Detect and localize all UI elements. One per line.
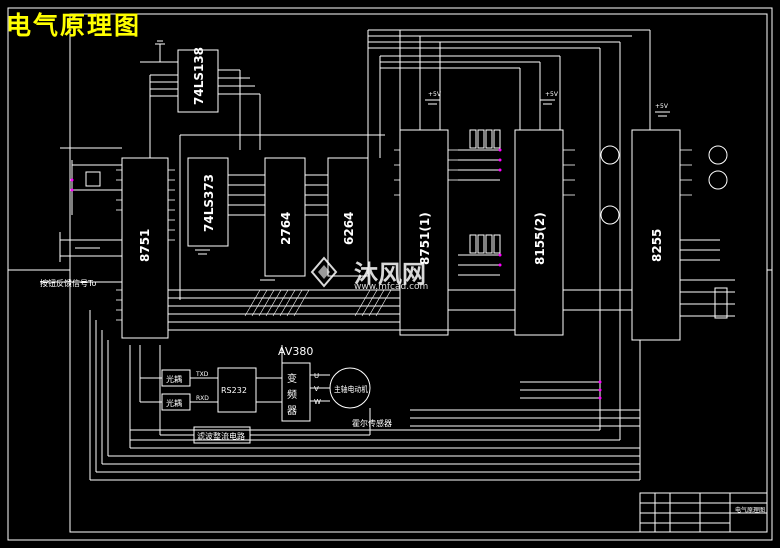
label-inverter: AV380 <box>278 345 313 358</box>
page-title: 电气原理图 <box>6 11 142 40</box>
motor-indicator-1 <box>600 145 620 165</box>
chip-8751-main <box>121 157 169 339</box>
motor-indicator-2 <box>600 205 620 225</box>
rs232-block <box>217 367 257 413</box>
label-8255: 8255 <box>650 229 664 262</box>
resistor-array-top <box>458 129 501 181</box>
label-6264: 6264 <box>342 212 356 245</box>
label-brake-signal: 按钮反馈信号To <box>40 278 97 288</box>
chip-6264 <box>327 157 369 277</box>
label-vcc-2: +5V <box>545 91 559 98</box>
label-vcc-3: +5V <box>655 103 669 110</box>
decoder-wiring <box>140 40 261 158</box>
chip-8751-slave <box>399 129 449 336</box>
label-motor: 主轴电动机 <box>334 384 368 394</box>
label-uvw-v: V <box>314 385 319 393</box>
drawing-frame-inner <box>69 13 768 533</box>
chip-8155 <box>514 129 564 336</box>
inverter-block <box>281 362 311 422</box>
label-rx: RXD <box>196 395 209 402</box>
label-encoder: 霍尔传感器 <box>352 418 392 428</box>
label-8155: 8155(2) <box>533 212 547 265</box>
label-filter: 滤波整流电路 <box>197 431 245 441</box>
label-uvw-w: W <box>314 398 321 406</box>
resistor-array-mid <box>458 234 501 276</box>
ppi-outputs <box>680 239 735 319</box>
watermark-url: www.mfcad.com <box>354 282 429 292</box>
label-inverter-char-3: 器 <box>287 405 297 417</box>
label-8751-slave: 8751(1) <box>418 212 432 265</box>
label-74ls138: 74LS138 <box>192 47 206 105</box>
watermark-logo <box>310 256 338 288</box>
pin-ticks <box>116 149 692 321</box>
fan-indicator-1 <box>708 145 728 165</box>
label-tx: TXD <box>195 371 209 378</box>
title-block <box>639 492 768 533</box>
label-74ls373: 74LS373 <box>202 174 216 232</box>
memory-bus <box>168 134 632 331</box>
label-opto-1: 光耦 <box>166 374 182 384</box>
chip-74ls373 <box>187 157 229 247</box>
watermark: 沐风网 www.mfcad.com <box>310 252 470 292</box>
oscillator-reset <box>40 147 122 283</box>
watermark-brand: 沐风网 <box>354 260 426 288</box>
drawing-frame-outer <box>7 7 773 541</box>
label-rs232: RS232 <box>221 386 247 395</box>
chip-8255 <box>631 129 681 341</box>
lower-bus <box>89 310 641 481</box>
chip-74ls138 <box>177 49 219 113</box>
accent-pins <box>70 148 602 400</box>
hatched-regions <box>244 289 392 317</box>
label-2764: 2764 <box>279 212 293 245</box>
label-inverter-char-1: 变 <box>287 372 297 385</box>
label-title-block: 电气原理图 <box>735 506 765 514</box>
label-vcc-1: +5V <box>428 91 442 98</box>
label-opto-2: 光耦 <box>166 398 182 408</box>
ground-symbols <box>195 99 670 281</box>
address-bus <box>367 29 651 340</box>
chip-2764 <box>264 157 306 277</box>
label-uvw-u: U <box>314 372 319 380</box>
label-inverter-char-2: 频 <box>287 388 297 401</box>
fan-indicator-2 <box>708 170 728 190</box>
label-8751-main: 8751 <box>138 229 152 262</box>
